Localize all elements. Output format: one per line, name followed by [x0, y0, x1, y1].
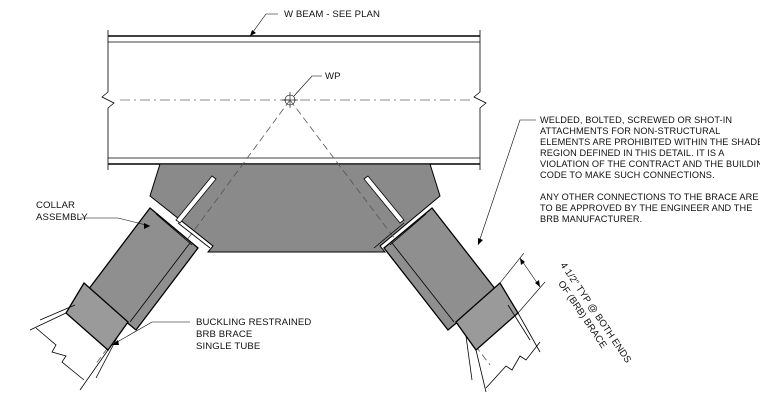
warning-line-2: ATTACHMENTS FOR NON-STRUCTURAL [540, 126, 720, 136]
warning-line-4: REGION DEFINED IN THIS DETAIL. IT IS A [540, 148, 725, 158]
collar-label-line1: COLLAR [36, 200, 75, 211]
approval-line-1: ANY OTHER CONNECTIONS TO THE BRACE ARE [540, 192, 759, 202]
approval-line-2: TO BE APPROVED BY THE ENGINEER AND THE [540, 203, 752, 213]
warning-note: WELDED, BOLTED, SCREWED OR SHOT-IN ATTAC… [540, 115, 760, 180]
beam-label: W BEAM - SEE PLAN [284, 9, 380, 20]
right-brace [373, 207, 541, 393]
approval-note: ANY OTHER CONNECTIONS TO THE BRACE ARE T… [540, 192, 759, 224]
warning-line-6: CODE TO MAKE SUCH CONNECTIONS. [540, 170, 715, 180]
warning-line-3: ELEMENTS ARE PROHIBITED WITHIN THE SHADE… [540, 137, 760, 147]
brace-label-line2: BRB BRACE [196, 329, 252, 340]
leaders [80, 13, 536, 346]
brace-label-line1: BUCKLING RESTRAINED [196, 317, 311, 328]
wp-label: WP [325, 71, 341, 82]
warning-line-5: VIOLATION OF THE CONTRACT AND THE BUILDI… [540, 159, 760, 169]
collar-label-line2: ASSEMBLY [36, 212, 88, 223]
gusset-plate [149, 163, 441, 253]
brace-label-line3: SINGLE TUBE [196, 341, 260, 352]
dimension-line [499, 252, 546, 314]
left-brace [29, 207, 211, 391]
left-collar [87, 207, 199, 331]
gusset-slots [175, 175, 405, 224]
dimension-label-line1: 4 1/2" TYP @ BOTH ENDS [558, 261, 634, 366]
approval-line-3: BRB MANUFACTURER. [540, 214, 642, 224]
dimension-label: 4 1/2" TYP @ BOTH ENDS OF (BRB) BRACE [555, 261, 634, 366]
warning-line-1: WELDED, BOLTED, SCREWED OR SHOT-IN [540, 115, 732, 125]
